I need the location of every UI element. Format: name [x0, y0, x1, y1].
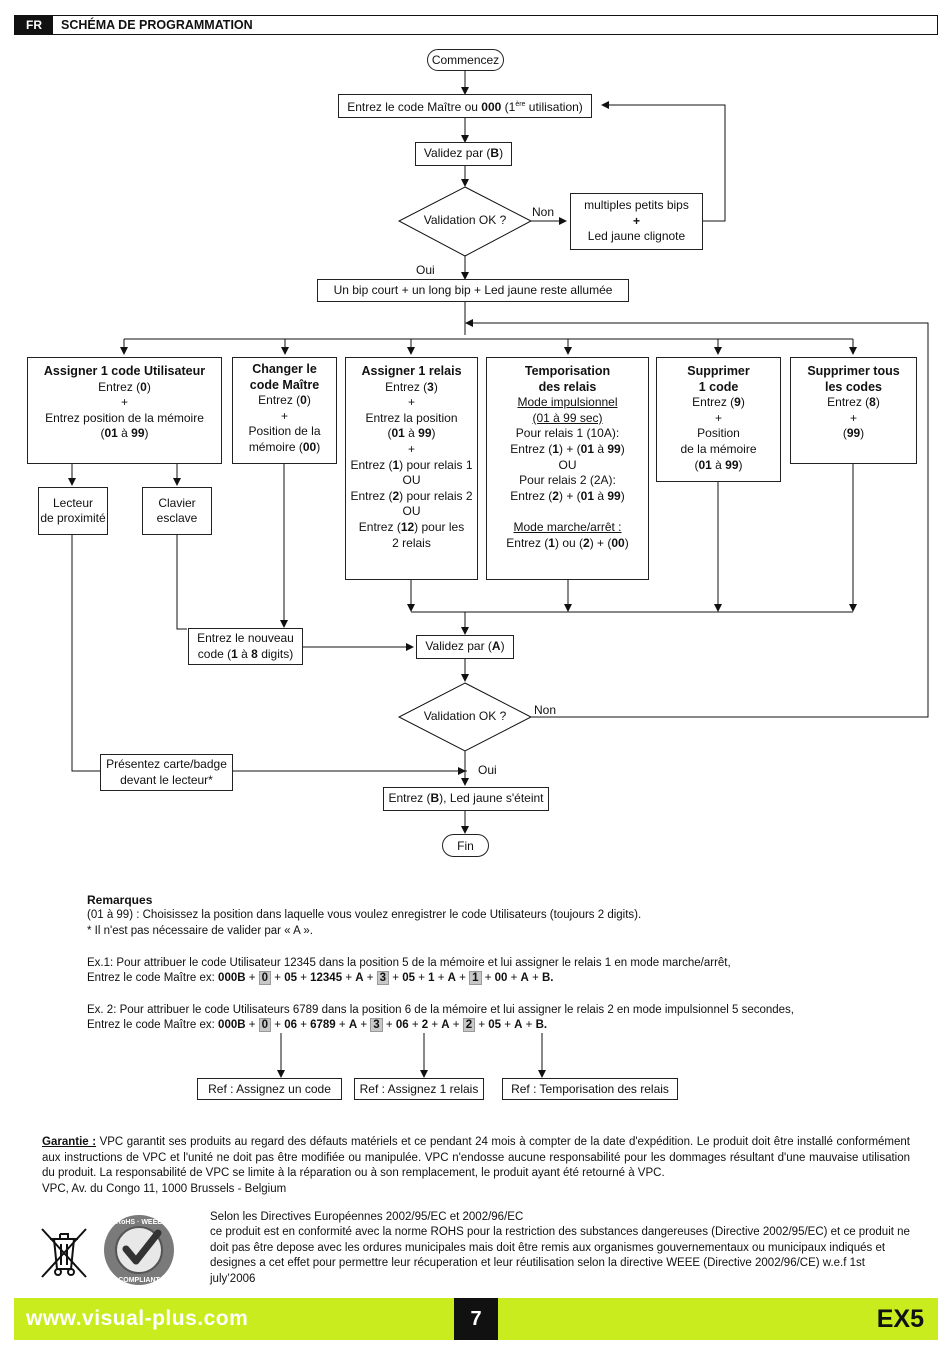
compliance-paragraph: Selon les Directives Européennes 2002/95… — [210, 1210, 910, 1287]
language-badge: FR — [15, 16, 53, 34]
ref-assign-relay: Ref : Assignez 1 relais — [354, 1078, 484, 1100]
decision-diamond-1 — [397, 186, 533, 257]
column-assign-relay: Assigner 1 relais Entrez (3) + Entrez la… — [345, 357, 478, 580]
validate-b-step: Validez par (B) — [415, 142, 512, 166]
page-number: 7 — [454, 1298, 498, 1340]
badge-top-text: RoHS · WEEE — [116, 1219, 162, 1226]
confirm-feedback-step: Un bip court + un long bip + Led jaune r… — [317, 279, 629, 302]
ref-relay-timing: Ref : Temporisation des relais — [502, 1078, 678, 1100]
decision-label-2: Validation OK ? — [423, 709, 507, 723]
guarantee-paragraph: Garantie : VPC garantit ses produits au … — [42, 1136, 910, 1195]
example-2-sequence: Entrez le code Maître ex: 000B + 0 + 06 … — [87, 1018, 548, 1032]
example-1-text: Ex.1: Pour attribuer le code Utilisateur… — [87, 957, 731, 969]
section-title: SCHÉMA DE PROGRAMMATION — [61, 18, 253, 32]
section-header: FR SCHÉMA DE PROGRAMMATION — [14, 15, 938, 35]
ref-assign-code: Ref : Assignez un code — [197, 1078, 342, 1100]
page-footer: www.visual-plus.com 7 EX5 — [14, 1298, 938, 1340]
model-name: EX5 — [876, 1305, 924, 1333]
remarks-title: Remarques — [87, 893, 153, 907]
column-relay-timing: Temporisation des relais Mode impulsionn… — [486, 357, 649, 580]
company-address: VPC, Av. du Congo 11, 1000 Brussels - Be… — [42, 1182, 287, 1195]
guarantee-label: Garantie : — [42, 1136, 97, 1148]
enter-new-code-box: Entrez le nouveau code (1 à 8 digits) — [188, 628, 303, 665]
column-delete-all-codes: Supprimer tous les codes Entrez (8) + (9… — [790, 357, 917, 464]
example-1-sequence: Entrez le code Maître ex: 000B + 0 + 05 … — [87, 971, 554, 985]
decision-label-1: Validation OK ? — [423, 213, 507, 227]
decision-diamond-2 — [397, 682, 533, 752]
rohs-weee-compliant-badge-icon: RoHS · WEEE COMPLIANT — [104, 1215, 174, 1285]
column-delete-one-code: Supprimer 1 code Entrez (9) + Position d… — [656, 357, 781, 482]
start-terminal: Commencez — [427, 49, 504, 71]
remark-2: * Il n'est pas nécessaire de valider par… — [87, 925, 313, 937]
weee-bin-icon — [41, 1228, 87, 1278]
example-2-text: Ex. 2: Pour attribuer le code Utilisateu… — [87, 1004, 794, 1016]
yes-label-2: Oui — [478, 763, 497, 777]
validate-a-step: Validez par (A) — [416, 635, 514, 659]
final-step-box: Entrez (B), Led jaune s'éteint — [383, 787, 549, 811]
compliance-directives: Selon les Directives Européennes 2002/95… — [210, 1211, 524, 1223]
website-link[interactable]: www.visual-plus.com — [26, 1307, 249, 1330]
end-terminal: Fin — [442, 834, 489, 857]
compliance-text: ce produit est en conformité avec la nor… — [210, 1226, 910, 1285]
error-feedback-box: multiples petits bips + Led jaune cligno… — [570, 193, 703, 250]
enter-master-code-step: Entrez le code Maître ou 000 (1ère utili… — [338, 94, 592, 118]
badge-bottom-text: COMPLIANT — [118, 1277, 160, 1284]
no-label-1: Non — [532, 205, 555, 219]
no-label-2: Non — [534, 703, 557, 717]
column-change-master-code: Changer le code Maître Entrez (0) + Posi… — [232, 357, 337, 464]
yes-label-1: Oui — [416, 263, 435, 277]
remark-1: (01 à 99) : Choisissez la position dans … — [87, 909, 642, 921]
column-assign-user-code: Assigner 1 code Utilisateur Entrez (0) +… — [27, 357, 222, 464]
